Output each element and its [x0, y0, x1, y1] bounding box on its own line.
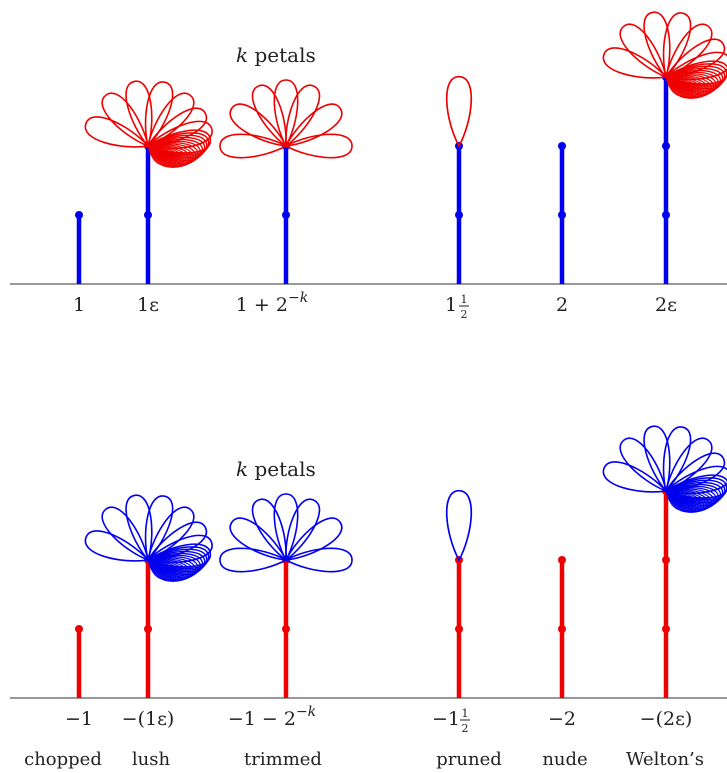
- top-node-5-1: [662, 211, 670, 219]
- petal: [82, 526, 152, 571]
- bottom-label-neg2eps: −(2ε): [640, 708, 693, 730]
- caption-lush: lush: [132, 749, 171, 770]
- caption-nude: nude: [542, 749, 587, 770]
- bottom-marks: [75, 424, 727, 698]
- bottom-node-5-1: [662, 625, 670, 633]
- lush-flower: [600, 10, 727, 101]
- bottom-panel: k petals −1 −(1ε) −1 − 2−k −1 1 2 −2 −(2…: [10, 424, 727, 770]
- bottom-label-neg1eps: −(1ε): [122, 708, 175, 730]
- svg-text:2: 2: [461, 308, 468, 321]
- svg-text:1: 1: [462, 707, 469, 720]
- caption-pruned: pruned: [436, 749, 502, 770]
- petal: [600, 457, 670, 502]
- top-label-1eps: 1ε: [137, 294, 159, 316]
- trimmed-flower: [220, 494, 352, 572]
- caption-weltons: Welton’s: [626, 749, 704, 770]
- top-label-1: 1: [73, 294, 85, 316]
- top-label-1-plus: 1 + 2−k: [236, 290, 308, 316]
- petal: [447, 77, 472, 146]
- top-panel: k petals 1 1ε 1 + 2−k 1 1 2 2 2ε: [10, 10, 727, 321]
- top-node-4-2: [558, 142, 566, 150]
- top-node-0-1: [75, 211, 83, 219]
- bottom-petals-annotation: k petals: [236, 457, 316, 481]
- bottom-node-4-2: [558, 556, 566, 564]
- svg-text:−1: −1: [432, 708, 460, 730]
- petal: [447, 491, 472, 560]
- bottom-label-neg1: −1: [65, 708, 93, 730]
- top-label-2eps: 2ε: [655, 294, 677, 316]
- top-label-2: 2: [556, 294, 568, 316]
- petal: [82, 112, 152, 157]
- pruned-flower: [447, 491, 472, 560]
- top-node-3-1: [455, 211, 463, 219]
- bottom-label-neg2: −2: [548, 708, 576, 730]
- top-label-1-half: 1 1 2: [445, 293, 469, 321]
- pruned-flower: [447, 77, 472, 146]
- bottom-label-neg1-minus: −1 − 2−k: [228, 704, 316, 730]
- bottom-node-2-1: [282, 625, 290, 633]
- top-marks: [75, 10, 727, 284]
- top-node-1-1: [144, 211, 152, 219]
- bottom-node-4-1: [558, 625, 566, 633]
- top-petals-annotation: k petals: [236, 43, 316, 67]
- bottom-node-3-1: [455, 625, 463, 633]
- trimmed-flower: [220, 80, 352, 158]
- lush-flower: [600, 424, 727, 515]
- svg-text:1: 1: [461, 293, 468, 306]
- svg-text:1: 1: [445, 294, 457, 316]
- top-node-5-2: [662, 142, 670, 150]
- bottom-node-0-1: [75, 625, 83, 633]
- bottom-node-1-1: [144, 625, 152, 633]
- caption-chopped: chopped: [24, 749, 102, 770]
- top-node-4-1: [558, 211, 566, 219]
- svg-text:2: 2: [462, 722, 469, 735]
- caption-trimmed: trimmed: [244, 749, 322, 770]
- petal: [600, 43, 670, 88]
- bottom-node-5-2: [662, 556, 670, 564]
- top-node-2-1: [282, 211, 290, 219]
- bottom-label-neg1-half: −1 1 2: [432, 707, 470, 735]
